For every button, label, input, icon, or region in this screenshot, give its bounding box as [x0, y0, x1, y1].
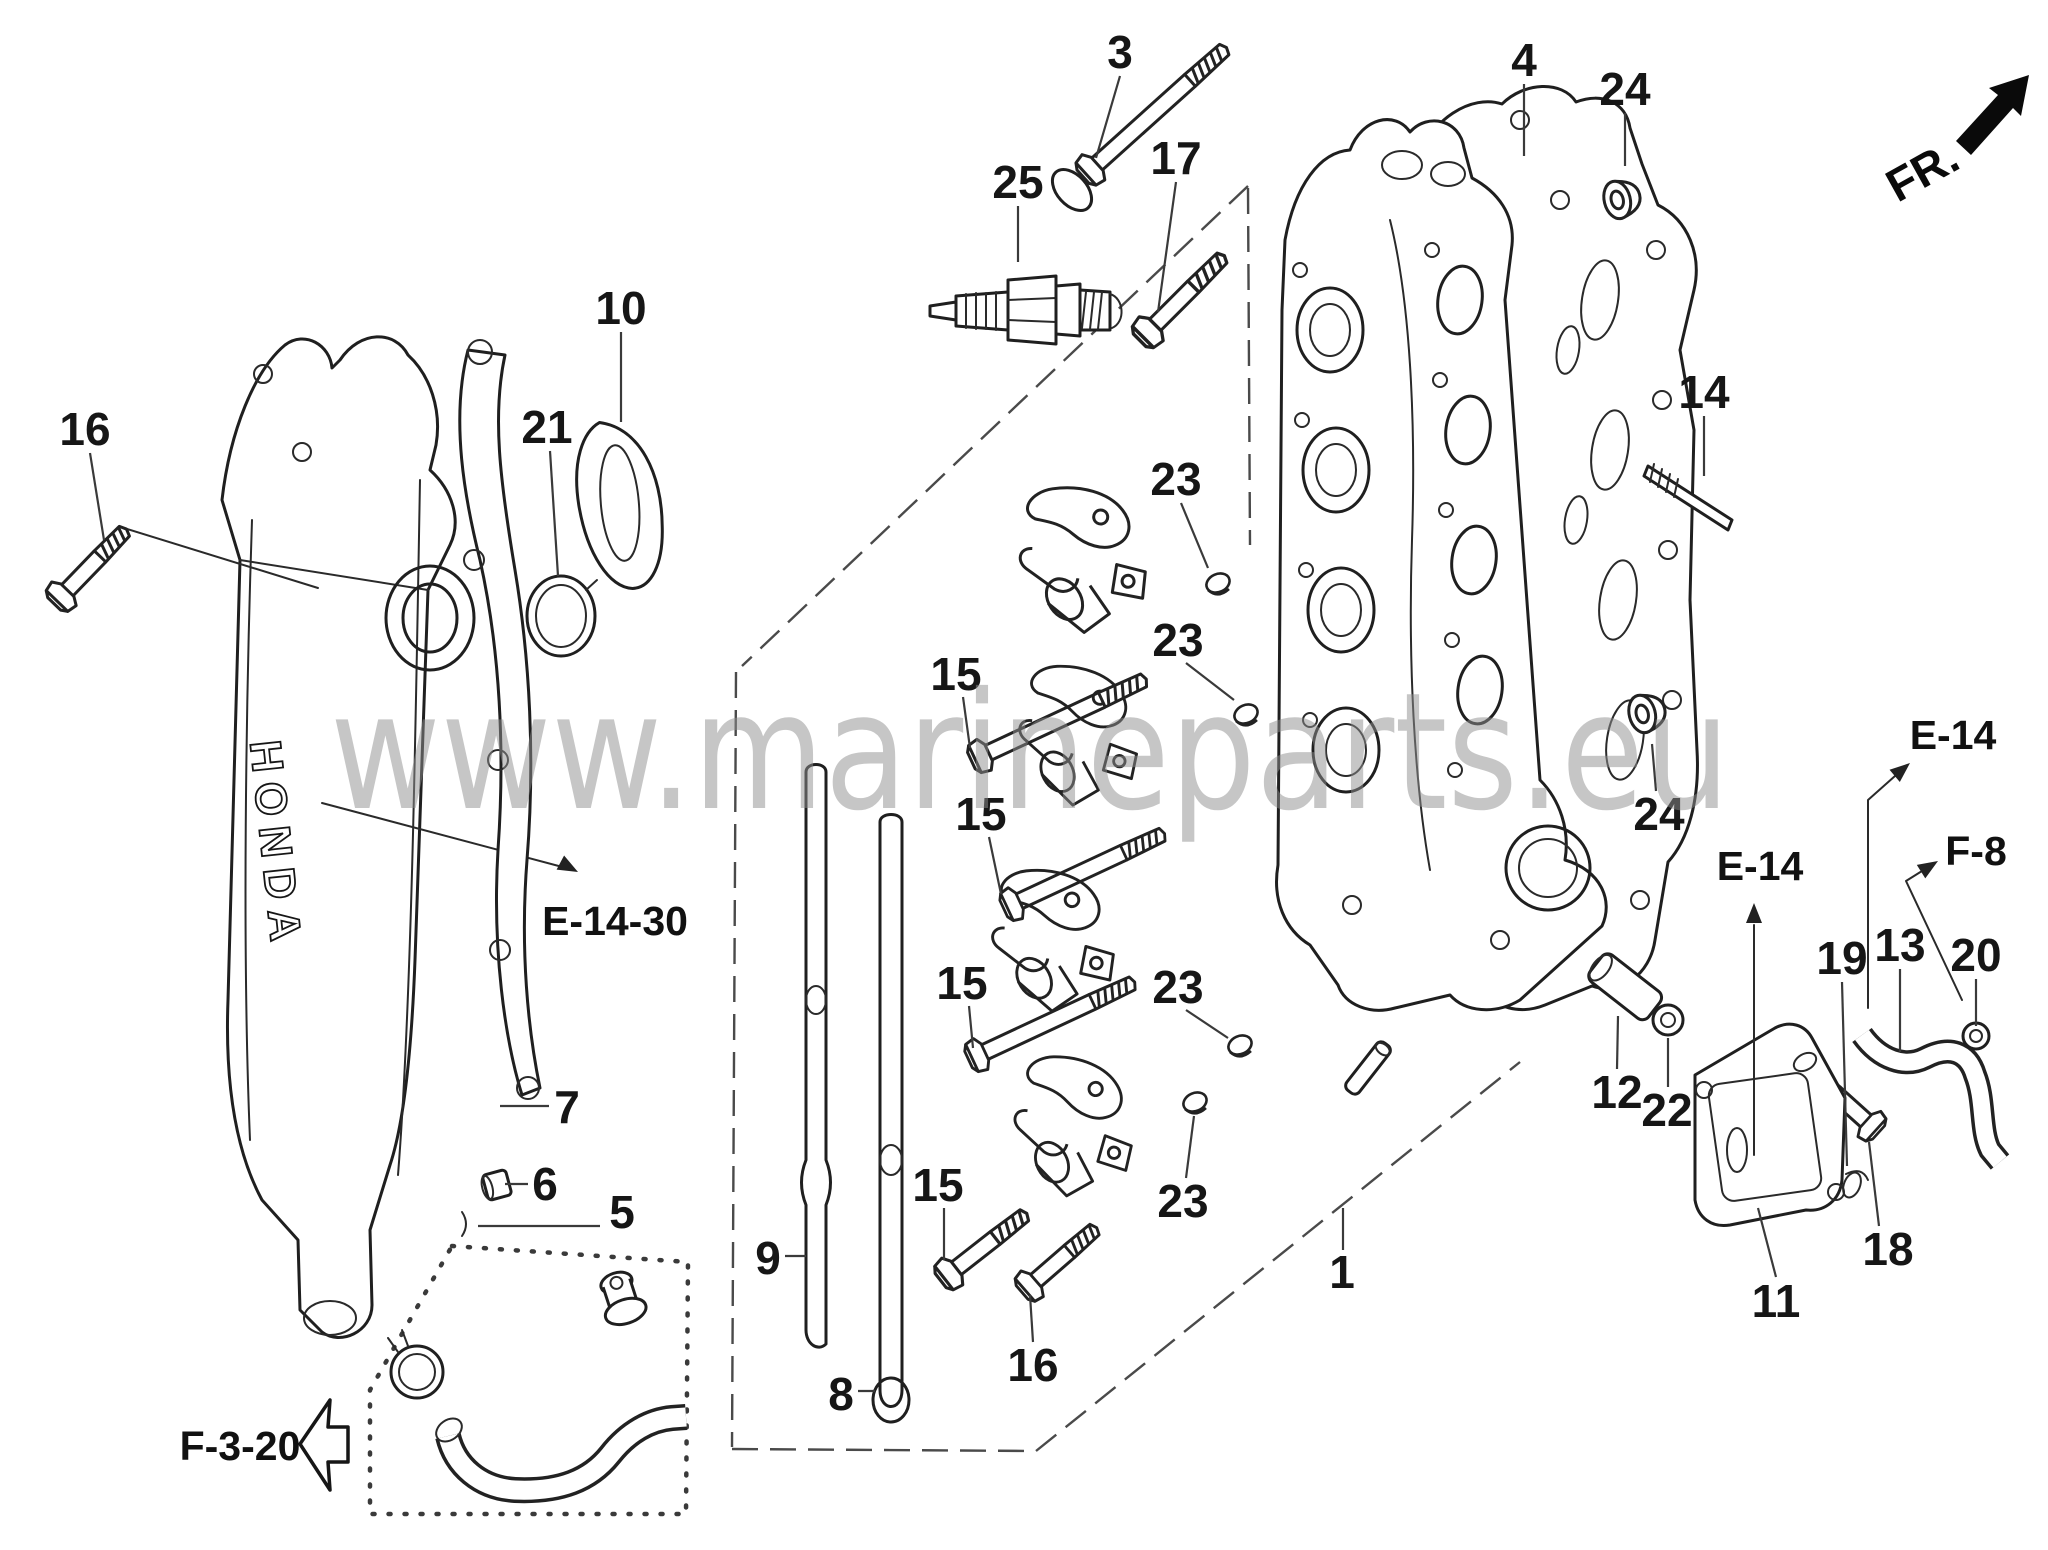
watermark-text: www.marineparts.eu — [330, 659, 1730, 847]
fr-label: FR. — [1877, 130, 1967, 211]
part-label-10-8[interactable]: 10 — [595, 282, 646, 334]
part-label-19-21[interactable]: 19 — [1816, 932, 1867, 984]
leader-line-11 — [1756, 1207, 1778, 1278]
part-label-7-5[interactable]: 7 — [554, 1081, 580, 1133]
part-label-23-25[interactable]: 23 — [1150, 453, 1201, 505]
leader-line-15 — [987, 836, 1003, 895]
part-label-5-3[interactable]: 5 — [609, 1186, 635, 1238]
reference-label-E-14-30-0[interactable]: E-14-30 — [542, 898, 688, 944]
part-label-15-13[interactable]: 15 — [930, 648, 981, 700]
part-label-11-9[interactable]: 11 — [1752, 1275, 1801, 1327]
part-label-9-7[interactable]: 9 — [755, 1232, 781, 1284]
leader-line-16 — [88, 452, 106, 541]
leader-line-24 — [1650, 743, 1658, 792]
leader-line-3 — [1094, 75, 1122, 159]
part-label-24-30[interactable]: 24 — [1633, 788, 1685, 840]
part-label-8-6[interactable]: 8 — [828, 1368, 854, 1420]
part-label-23-27[interactable]: 23 — [1152, 961, 1203, 1013]
leader-line-16 — [1028, 1294, 1035, 1343]
hose-clamp-drawing — [387, 1329, 445, 1400]
part-label-3-1[interactable]: 3 — [1107, 26, 1133, 78]
part-label-15-15[interactable]: 15 — [936, 957, 987, 1009]
reference-label-E-14-3[interactable]: E-14 — [1717, 843, 1804, 889]
leader-line-12 — [1615, 1015, 1620, 1070]
valve-cover-drawing: HONDA — [126, 335, 582, 1339]
part-label-16-18[interactable]: 16 — [1007, 1339, 1058, 1391]
bolt-drawings — [40, 33, 1892, 1307]
joint-fitting-drawing — [599, 1270, 648, 1327]
part-label-4-2[interactable]: 4 — [1511, 34, 1537, 86]
part-label-18-20[interactable]: 18 — [1862, 1223, 1913, 1275]
part-label-23-28[interactable]: 23 — [1157, 1175, 1208, 1227]
part-label-21-23[interactable]: 21 — [521, 401, 572, 453]
part-label-14-12[interactable]: 14 — [1678, 366, 1730, 418]
hose-13-drawing — [1852, 1027, 2010, 1170]
part-label-1-0[interactable]: 1 — [1329, 1246, 1355, 1298]
reference-label-F-8-4[interactable]: F-8 — [1945, 828, 2007, 874]
leader-line-19 — [1840, 981, 1849, 1167]
dowel-pin-drawing — [1344, 1040, 1392, 1096]
oil-filler-cap-drawing — [575, 421, 664, 590]
breather-hose-dashed-box — [367, 1243, 691, 1517]
part-label-13-11[interactable]: 13 — [1874, 919, 1925, 971]
leader-line-23 — [1185, 662, 1235, 701]
part-label-12-10[interactable]: 12 — [1591, 1066, 1642, 1118]
pushrod-drawings — [800, 763, 911, 1424]
fuel-pump-drawing — [1587, 952, 2010, 1228]
cap-oring-drawing — [525, 574, 598, 658]
cylinder-head-drawing — [1275, 118, 1608, 1012]
f-3-20-arrow-icon — [298, 1398, 350, 1492]
part-label-16-17[interactable]: 16 — [59, 403, 110, 455]
reference-label-F-3-20-1[interactable]: F-3-20 — [180, 1423, 301, 1469]
leader-line-18 — [1867, 1141, 1881, 1227]
leader-line-23 — [1184, 1115, 1196, 1179]
leader-line-17 — [1156, 181, 1178, 313]
grommet-6-drawing — [480, 1168, 513, 1202]
part-label-22-24[interactable]: 22 — [1641, 1084, 1692, 1136]
reference-label-E-14-2[interactable]: E-14 — [1910, 712, 1997, 758]
part-label-25-31[interactable]: 25 — [992, 156, 1043, 208]
part-label-23-26[interactable]: 23 — [1152, 614, 1203, 666]
stud-14-drawing — [1642, 463, 1734, 532]
breather-hose-group — [387, 1168, 687, 1504]
part-label-15-14[interactable]: 15 — [955, 788, 1006, 840]
leader-line-23 — [1185, 1009, 1229, 1039]
fr-arrow-icon: FR. — [1877, 75, 2029, 212]
leader-line-21 — [548, 450, 560, 577]
clip-19-drawing — [1842, 1170, 1869, 1199]
pump-pushrod-12 — [1587, 952, 1664, 1022]
leader-lines — [88, 75, 1978, 1393]
part-label-6-4[interactable]: 6 — [532, 1158, 558, 1210]
part-label-15-16[interactable]: 15 — [912, 1159, 963, 1211]
leader-line-15 — [961, 696, 972, 749]
part-label-20-22[interactable]: 20 — [1950, 929, 2001, 981]
cover-gasket-drawing — [458, 339, 542, 1100]
part-label-24-29[interactable]: 24 — [1599, 63, 1651, 115]
part-label-17-19[interactable]: 17 — [1150, 132, 1201, 184]
spark-plug-drawing — [928, 274, 1123, 346]
leader-line-23 — [1179, 502, 1210, 569]
leader-line-15 — [967, 1005, 975, 1049]
